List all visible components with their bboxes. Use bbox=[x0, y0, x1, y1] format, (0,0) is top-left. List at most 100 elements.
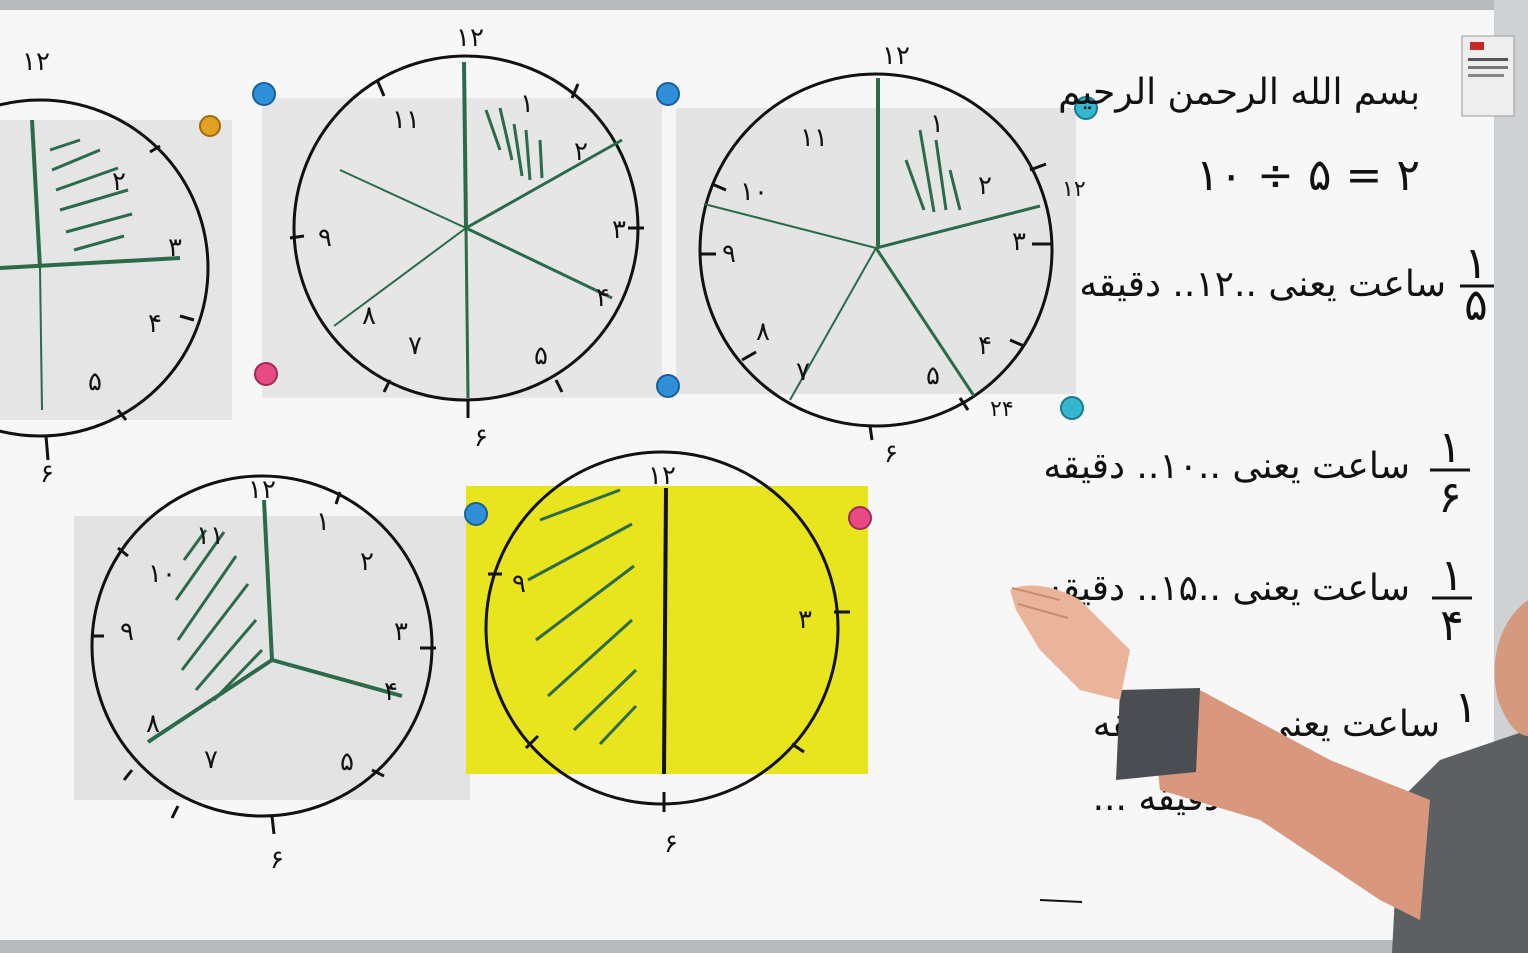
student-hand bbox=[1010, 585, 1130, 700]
clock-2-line-6 bbox=[464, 227, 470, 399]
clock-2-label-8: ۸ bbox=[362, 301, 376, 331]
clock-4-label-5: ۵ bbox=[340, 747, 354, 777]
clock-4-label-9: ۹ bbox=[120, 617, 134, 647]
clock-2-line-8 bbox=[333, 227, 467, 327]
clock-4-shading bbox=[174, 529, 264, 702]
clock-3-label-2: ۲ bbox=[978, 171, 992, 201]
clock-1-hand-3 bbox=[0, 256, 181, 270]
magnet-pink-2 bbox=[848, 506, 872, 530]
clock-2-line-4 bbox=[465, 226, 613, 300]
magnet-orange bbox=[199, 115, 221, 137]
magnet-blue-4 bbox=[464, 502, 488, 526]
row-3-text: ساعت یعنی ..۱۵.. دقیقه bbox=[1043, 568, 1410, 609]
clock-1-label-6: ۶ bbox=[40, 459, 54, 489]
clock-4-label-1: ۱ bbox=[316, 507, 330, 537]
clock-2-ticks bbox=[289, 81, 644, 418]
clock-5-label-6: ۶ bbox=[664, 829, 678, 859]
clock-1-hand-6 bbox=[39, 267, 43, 411]
clock-3-side-label-24: ۲۴ bbox=[990, 397, 1014, 422]
row-4-numerator: ۱ bbox=[1454, 682, 1478, 733]
clock-4-label-4: ۴ bbox=[384, 677, 398, 707]
clock-5: ۱۲ ۳ ۶ ۹ bbox=[484, 450, 850, 859]
clock-4-label-6: ۶ bbox=[270, 845, 284, 875]
clock-1-hand-12 bbox=[30, 119, 42, 269]
clock-3-label-4: ۴ bbox=[978, 331, 992, 361]
clock-5-label-3: ۳ bbox=[798, 605, 812, 635]
row-3-denominator: ۴ bbox=[1440, 600, 1464, 651]
clock-3-line-10 bbox=[703, 203, 877, 249]
clock-3-label-11: ۱۱ bbox=[800, 123, 828, 153]
magnets bbox=[199, 82, 1098, 530]
clock-2-shading bbox=[484, 107, 544, 181]
brand-sticker bbox=[1461, 35, 1515, 117]
clock-5-label-9: ۹ bbox=[512, 569, 526, 599]
clock-2-line-12 bbox=[462, 61, 468, 229]
row-1-denominator: ۵ bbox=[1464, 280, 1488, 331]
heading-basmala: بسم الله الرحمن الرحیم bbox=[1058, 72, 1420, 113]
clock-1: ۱۲ ۲ ۳ ۴ ۵ ۶ bbox=[0, 47, 210, 489]
clock-1-ticks bbox=[44, 144, 195, 461]
stray-mark bbox=[1039, 899, 1083, 903]
clock-2-label-4: ۴ bbox=[596, 283, 610, 313]
student-fingers bbox=[1011, 587, 1069, 619]
clock-2-label-7: ۷ bbox=[408, 331, 422, 361]
clock-4-label-3: ۳ bbox=[394, 617, 408, 647]
magnet-blue-2 bbox=[656, 82, 680, 106]
clock-2-label-9: ۹ bbox=[318, 223, 332, 253]
student-figure bbox=[1010, 585, 1528, 953]
clock-1-label-5: ۵ bbox=[88, 367, 102, 397]
clock-1-label-4: ۴ bbox=[148, 309, 162, 339]
clock-4-label-12: ۱۲ bbox=[248, 475, 276, 505]
clock-4-line-4 bbox=[271, 658, 403, 698]
clock-4-label-2: ۲ bbox=[360, 547, 374, 577]
clock-1-label-12: ۱۲ bbox=[22, 47, 50, 77]
clock-1-face bbox=[0, 98, 210, 438]
magnet-blue-3 bbox=[656, 374, 680, 398]
clock-2-label-12: ۱۲ bbox=[456, 23, 484, 53]
division-equation: ۱۰ ÷ ۵ = ۲ bbox=[1196, 150, 1420, 201]
clock-1-label-3: ۳ bbox=[168, 233, 182, 263]
magnet-cyan-1 bbox=[1074, 96, 1098, 120]
clock-2-label-3: ۳ bbox=[612, 215, 626, 245]
clock-3-label-1: ۱ bbox=[930, 109, 944, 139]
clock-3-label-9: ۹ bbox=[722, 239, 736, 269]
clock-3-shading bbox=[904, 129, 962, 213]
clock-4-label-11: ۱۱ bbox=[196, 521, 224, 551]
row-1-text: ساعت یعنی ..۱۲.. دقیقه bbox=[1079, 264, 1446, 305]
clock-1-shading bbox=[49, 138, 133, 252]
clock-3-line-2 bbox=[875, 204, 1041, 250]
clock-2-label-5: ۵ bbox=[534, 341, 548, 371]
clock-3-label-10: ۱۰ bbox=[740, 177, 768, 207]
clock-5-face bbox=[484, 450, 840, 806]
row-1-numerator: ۱ bbox=[1464, 238, 1488, 289]
clock-5-label-12: ۱۲ bbox=[648, 461, 676, 491]
student-sleeve bbox=[1150, 690, 1430, 920]
clock-3-face bbox=[698, 72, 1054, 428]
magnet-pink-1 bbox=[254, 362, 278, 386]
student-face bbox=[1494, 600, 1528, 736]
clock-3-label-5: ۵ bbox=[926, 361, 940, 391]
clock-2: ۱۲ ۱ ۲ ۳ ۴ ۵ ۶ ۷ ۸ ۹ ۱۱ bbox=[289, 23, 644, 453]
student-vest bbox=[1392, 730, 1528, 953]
clock-2-line-10 bbox=[339, 169, 467, 229]
clock-3-label-12: ۱۲ bbox=[882, 41, 910, 71]
row-2-numerator: ۱ bbox=[1438, 422, 1462, 473]
clock-3-side-label-12: ۱۲ bbox=[1062, 177, 1086, 202]
clock-4-ticks bbox=[92, 491, 436, 835]
clock-3-line-7 bbox=[789, 247, 877, 401]
paper-sheet-2 bbox=[262, 98, 662, 398]
clock-3: ۱۲ ۱ ۲ ۳ ۴ ۵ ۶ ۷ ۸ ۹ ۱۰ ۱۱ ۱۲ ۲۴ bbox=[698, 41, 1086, 469]
clock-1-label-2: ۲ bbox=[112, 167, 126, 197]
clock-3-label-6: ۶ bbox=[884, 439, 898, 469]
clock-5-shading bbox=[527, 488, 638, 746]
clock-2-label-11: ۱۱ bbox=[392, 105, 420, 135]
magnet-blue-1 bbox=[252, 82, 276, 106]
clock-4-label-7: ۷ bbox=[204, 745, 218, 775]
student-cuff bbox=[1116, 688, 1200, 780]
clock-4-label-10: ۱۰ bbox=[148, 559, 176, 589]
row-2-denominator: ۶ bbox=[1438, 472, 1462, 523]
clock-2-label-2: ۲ bbox=[574, 137, 588, 167]
clock-2-label-1: ۱ bbox=[520, 89, 534, 119]
row-3-numerator: ۱ bbox=[1440, 550, 1464, 601]
